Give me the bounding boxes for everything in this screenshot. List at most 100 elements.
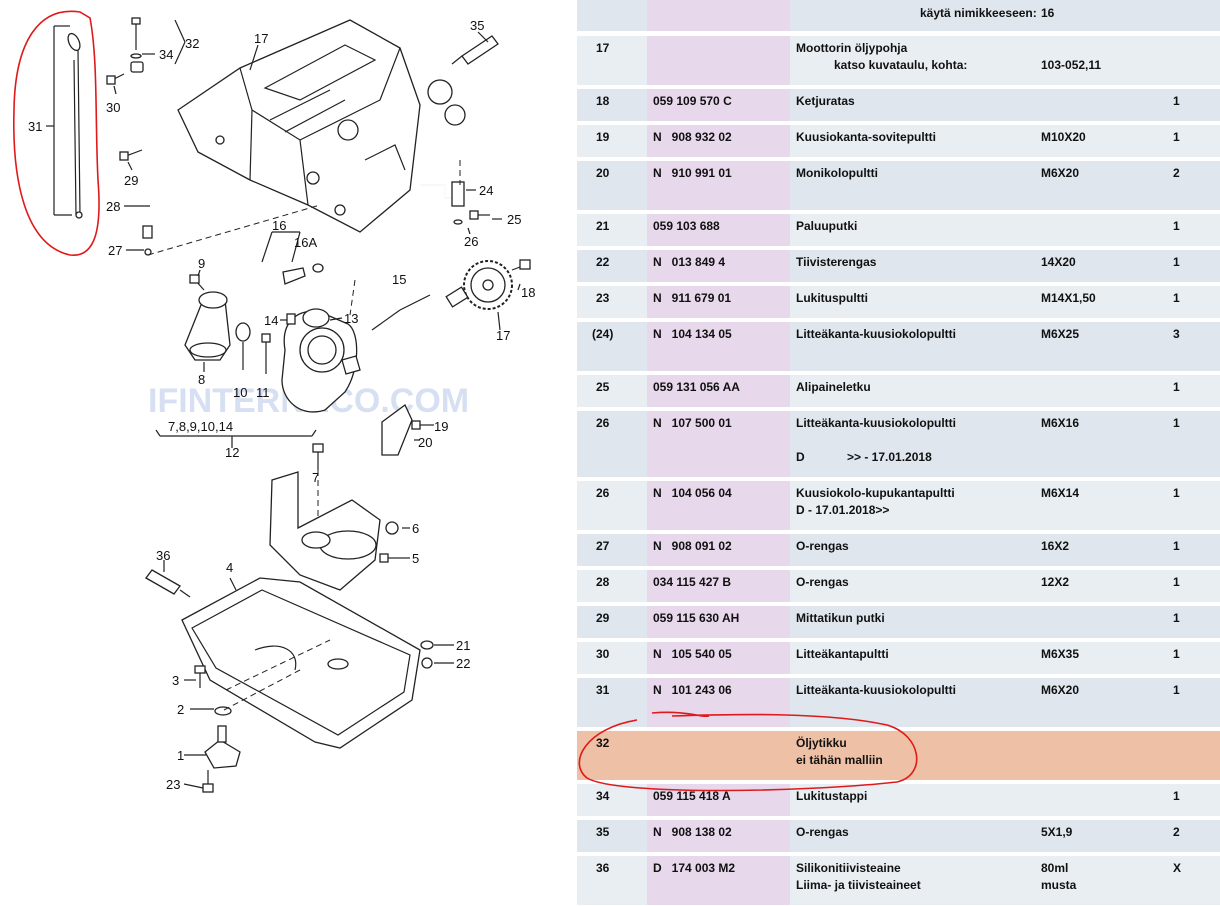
table-row[interactable]: 35 N 908 138 02 O-rengas 5X1,9 2 xyxy=(577,820,1220,853)
table-row[interactable]: 26 N 107 500 01 Litteäkanta-kuusiokolopu… xyxy=(577,411,1220,478)
row-name-note: ei tähän malliin xyxy=(796,753,883,767)
row-name: Silikonitiivisteaine xyxy=(796,861,901,875)
row-pos: 28 xyxy=(596,575,610,589)
table-row[interactable]: 23 N 911 679 01 Lukituspultti M14X1,50 1 xyxy=(577,286,1220,319)
return-pipe-part-25 xyxy=(420,181,490,225)
chain-sprocket-part-18 xyxy=(463,259,531,310)
oil-level-sensor-part-1 xyxy=(202,706,241,793)
row-pos: (24) xyxy=(592,327,614,341)
row-name: Monikolopultti xyxy=(796,166,878,180)
row-spec: 103-052,11 xyxy=(1041,58,1102,72)
callout-6: 6 xyxy=(412,521,419,536)
row-pos: 26 xyxy=(596,416,610,430)
row-qty: 1 xyxy=(1173,683,1180,697)
row-spec: M6X35 xyxy=(1041,647,1080,661)
row-name: Öljytikku xyxy=(796,736,847,750)
callout-17: 17 xyxy=(254,31,268,46)
row-name: Kuusiokolo-kupukantapultti xyxy=(796,486,955,500)
callout-22: 21 xyxy=(456,638,470,653)
row-note-model: D xyxy=(796,450,805,464)
callout-26: 25 xyxy=(507,212,521,227)
callout-numbers: 31 32 34 30 29 28 27 17 35 24 25 26 16 1… xyxy=(28,18,535,792)
row-spec: M6X14 xyxy=(1041,486,1080,500)
callout-30: 29 xyxy=(124,173,138,188)
callout-31: 30 xyxy=(106,100,120,115)
table-row[interactable]: 26 N 104 056 04 Kuusiokolo-kupukantapult… xyxy=(577,481,1220,531)
row-pos: 27 xyxy=(596,539,610,553)
upper-oil-pan-part-17 xyxy=(177,19,466,233)
callout-36-top: 35 xyxy=(470,18,484,33)
callout-13: 13 xyxy=(344,311,358,326)
row-name: Litteäkanta-kuusiokolopultti xyxy=(796,416,957,430)
row-part-number: N 910 991 01 xyxy=(653,166,732,180)
row-part-number: N 908 091 02 xyxy=(653,539,732,553)
row-spec: M6X25 xyxy=(1041,327,1080,341)
table-row[interactable]: 25 059 131 056 AA Alipaineletku 1 xyxy=(577,375,1220,408)
callout-1: 1 xyxy=(177,748,184,763)
row-pos: 35 xyxy=(596,825,610,839)
callout-32: 31 xyxy=(28,119,42,134)
callout-20: 19 xyxy=(434,419,448,434)
table-row[interactable]: 34 059 115 418 A Lukitustappi 1 xyxy=(577,784,1220,817)
callout-8: 8 xyxy=(198,372,205,387)
table-row[interactable]: 36 D 174 003 M2 Silikonitiivisteaine Lii… xyxy=(577,856,1220,906)
row-part-number: N 107 500 01 xyxy=(653,416,732,430)
table-row-partial: käytä nimikkeeseen: 16 xyxy=(577,0,1220,32)
row-spec: 80ml xyxy=(1041,861,1069,875)
table-row[interactable]: (24) N 104 134 05 Litteäkanta-kuusiokolo… xyxy=(577,322,1220,372)
callout-16: 16 xyxy=(272,218,286,233)
dipstick-tube-part-29 xyxy=(106,17,158,256)
table-row[interactable]: 27 N 908 091 02 O-rengas 16X2 1 xyxy=(577,534,1220,567)
row-part-number: N 105 540 05 xyxy=(653,647,732,661)
row-name: Lukitustappi xyxy=(796,789,868,803)
row-qty: 1 xyxy=(1173,647,1180,661)
row-qty: 1 xyxy=(1173,611,1180,625)
row-name: Alipaineletku xyxy=(796,380,871,394)
row-pos: 17 xyxy=(596,41,610,55)
row-name: Moottorin öljypohja xyxy=(796,41,908,55)
table-row[interactable]: 29 059 115 630 AH Mittatikun putki 1 xyxy=(577,606,1220,639)
row-part-number: N 013 849 4 xyxy=(653,255,726,269)
table-row[interactable]: 31 N 101 243 06 Litteäkanta-kuusiokolopu… xyxy=(577,678,1220,728)
row-name: O-rengas xyxy=(796,539,849,553)
row-part-number: N 101 243 06 xyxy=(653,683,732,697)
table-row[interactable]: 20 N 910 991 01 Monikolopultti M6X20 2 xyxy=(577,161,1220,211)
row-pos: 26 xyxy=(596,486,610,500)
row-pos: 19 xyxy=(596,130,610,144)
callout-7-8-9-10-14: 7,8,9,10,14 xyxy=(168,419,233,434)
callout-23: 22 xyxy=(456,656,470,671)
row-qty: 3 xyxy=(1173,327,1180,341)
row-spec: 5X1,9 xyxy=(1041,825,1073,839)
row-pos: 22 xyxy=(596,255,610,269)
table-row[interactable]: 28 034 115 427 B O-rengas 12X2 1 xyxy=(577,570,1220,603)
partial-row-value: 16 xyxy=(1041,6,1055,20)
row-part-number: N 908 932 02 xyxy=(653,130,732,144)
callout-5: 5 xyxy=(412,551,419,566)
row-qty: 1 xyxy=(1173,380,1180,394)
row-pos: 31 xyxy=(596,683,610,697)
table-row[interactable]: 21 059 103 688 Paluuputki 1 xyxy=(577,214,1220,247)
baffle-plate-part-6 xyxy=(269,471,402,591)
table-row[interactable]: 22 N 013 849 4 Tiivisterengas 14X20 1 xyxy=(577,250,1220,283)
row-pos: 29 xyxy=(596,611,610,625)
row-spec: M6X20 xyxy=(1041,166,1080,180)
row-spec: 12X2 xyxy=(1041,575,1070,589)
row-pos: 36 xyxy=(596,861,610,875)
row-spec: M10X20 xyxy=(1041,130,1086,144)
row-pos: 21 xyxy=(596,219,610,233)
oil-strainer-part-8 xyxy=(184,274,324,470)
callout-28: 27 xyxy=(108,243,122,258)
callout-21: 20 xyxy=(418,435,432,450)
row-part-number: 059 103 688 xyxy=(653,219,720,233)
table-row[interactable]: 18 059 109 570 C Ketjuratas 1 xyxy=(577,89,1220,122)
table-row[interactable]: 30 N 105 540 05 Litteäkantapultti M6X35 … xyxy=(577,642,1220,675)
table-row-highlighted[interactable]: 32 Öljytikku ei tähän malliin xyxy=(577,731,1220,781)
parts-table: käytä nimikkeeseen: 16 17 Moottorin öljy… xyxy=(577,0,1220,906)
row-spec: 16X2 xyxy=(1041,539,1070,553)
table-row[interactable]: 19 N 908 932 02 Kuusiokanta-sovitepultti… xyxy=(577,125,1220,158)
table-row[interactable]: 17 Moottorin öljypohja katso kuvataulu, … xyxy=(577,36,1220,86)
row-spec: M14X1,50 xyxy=(1041,291,1096,305)
row-name: Ketjuratas xyxy=(796,94,855,108)
assembly-guide-lines xyxy=(147,160,461,711)
row-qty: 1 xyxy=(1173,539,1180,553)
